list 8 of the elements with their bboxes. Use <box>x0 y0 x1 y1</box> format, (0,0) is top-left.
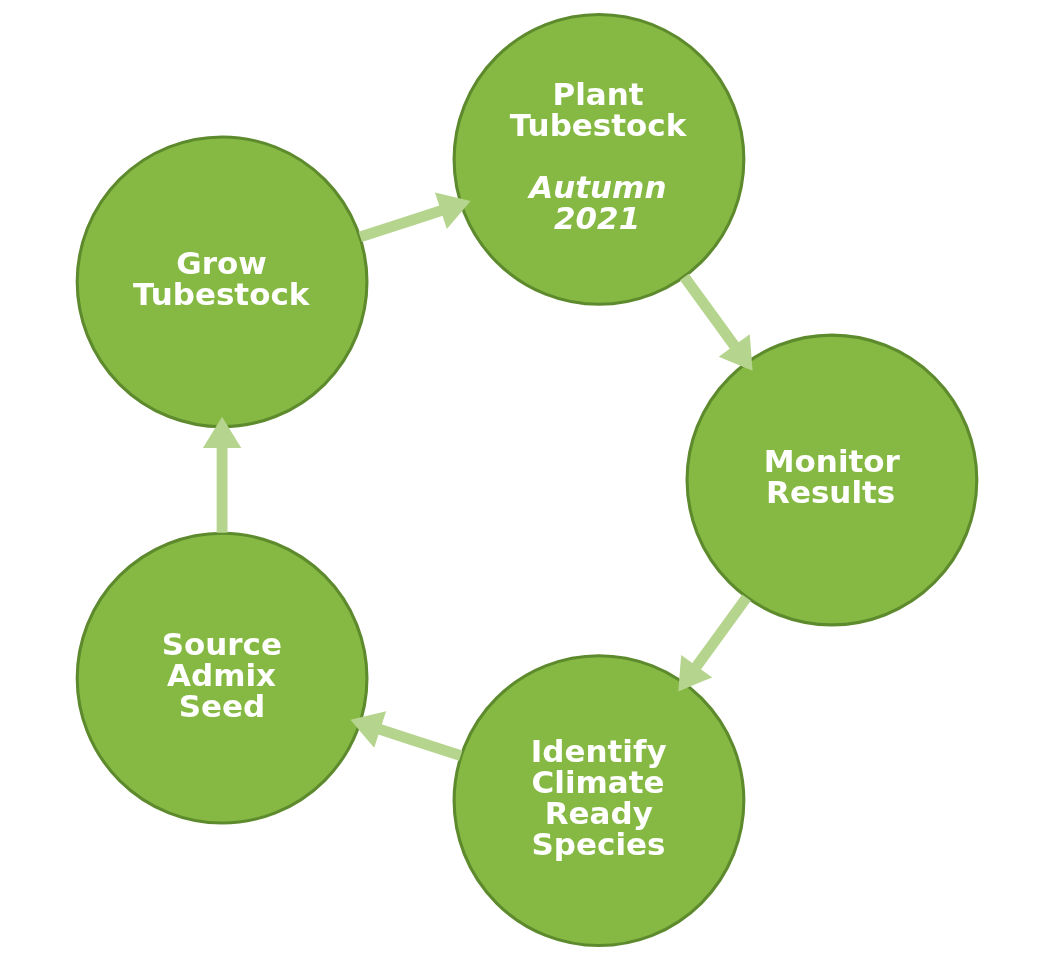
node-circle: Plant Tubestock Autumn 2021 <box>452 12 745 306</box>
arrow <box>202 416 241 533</box>
arrow <box>679 273 753 371</box>
arrow <box>349 711 462 761</box>
node-circle: Source Admix Seed <box>75 531 368 825</box>
node-circle: Grow Tubestock <box>75 135 368 429</box>
arrow <box>358 192 471 243</box>
arrow <box>677 594 751 692</box>
